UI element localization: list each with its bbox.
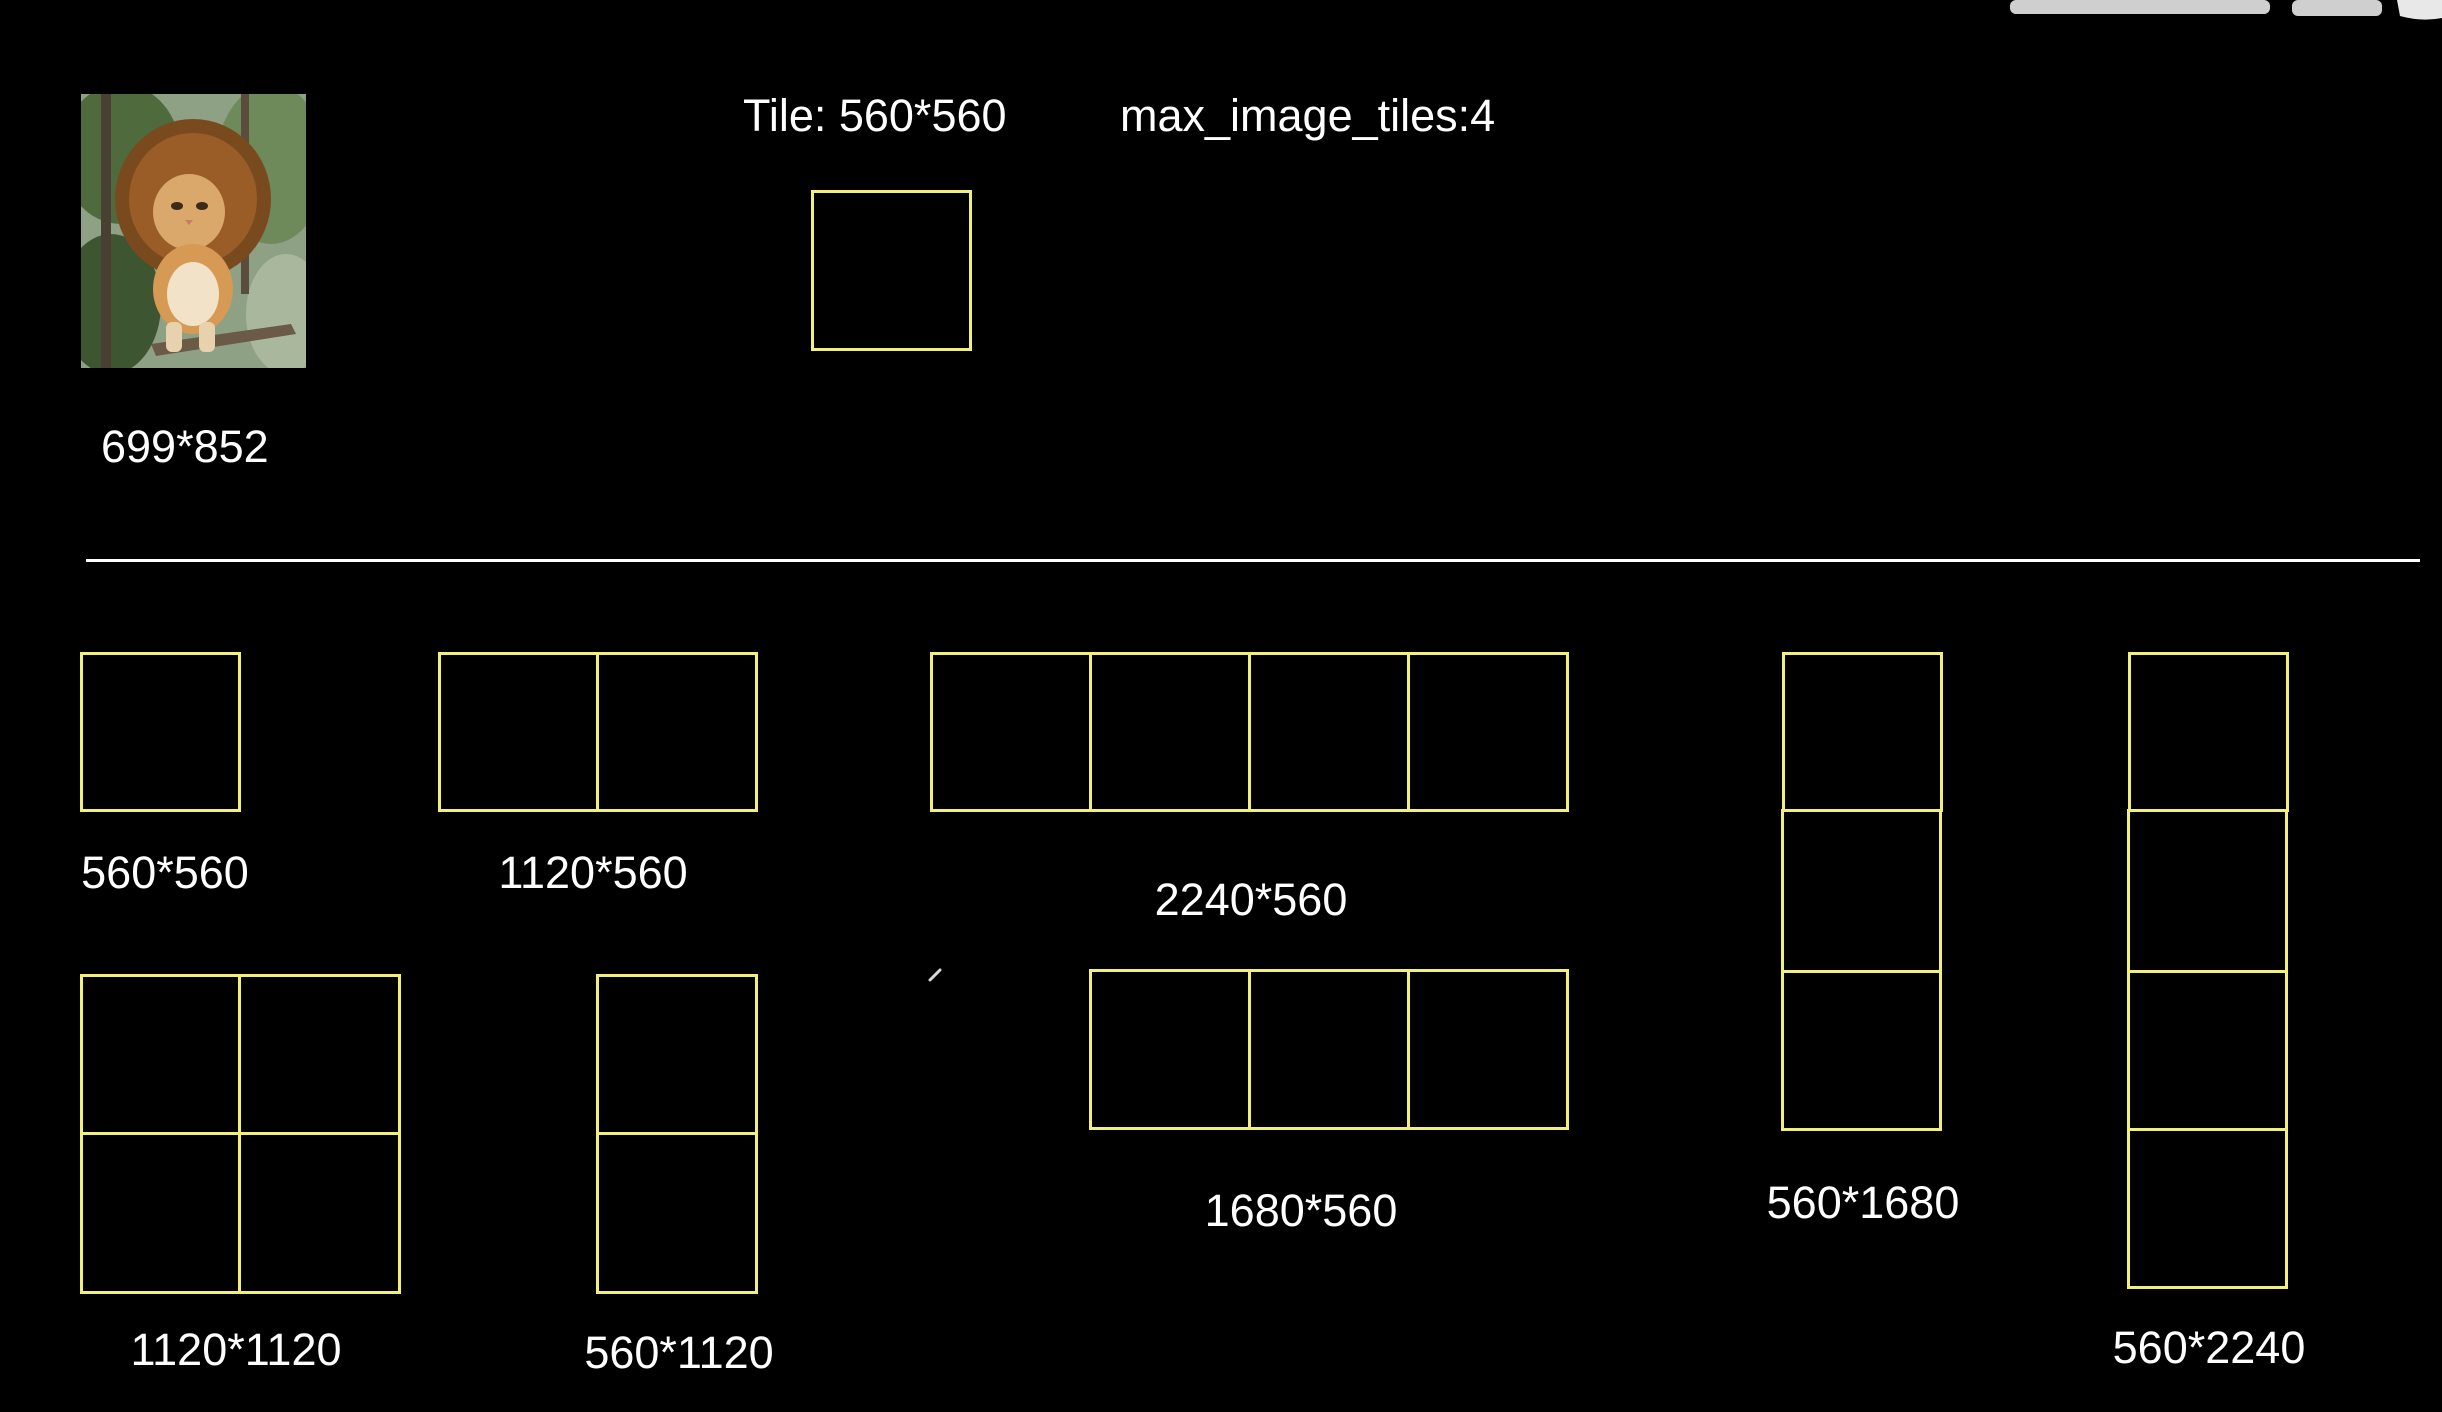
tile [238, 974, 401, 1135]
tile [2128, 652, 2289, 812]
section-divider [86, 559, 2420, 562]
tile [2127, 970, 2288, 1131]
canvas-label-1120x1120: 1120*1120 [130, 1324, 342, 1375]
tile [1781, 809, 1942, 973]
tile [438, 652, 599, 812]
tile [1782, 652, 1943, 812]
canvas-label-560x560: 560*560 [81, 847, 249, 898]
tile [1248, 969, 1410, 1130]
tile [80, 1132, 241, 1294]
tile [1248, 652, 1410, 812]
tile [1781, 970, 1942, 1131]
tile [2127, 809, 2288, 973]
canvas-label-560x1680: 560*1680 [1766, 1177, 1960, 1228]
pen-cursor-icon [928, 968, 942, 982]
tile [596, 974, 758, 1135]
tile [80, 652, 241, 812]
tile [1089, 652, 1251, 812]
tile [2127, 1128, 2288, 1289]
tile [238, 1132, 401, 1294]
canvas-label-1680x560: 1680*560 [1204, 1185, 1398, 1236]
canvas-label-560x2240: 560*2240 [2112, 1322, 2306, 1373]
tile-size-label: Tile: 560*560 [743, 90, 1007, 141]
tile [80, 974, 241, 1135]
source-image-dimensions: 699*852 [101, 421, 269, 472]
reference-tile [811, 190, 972, 351]
tile [930, 652, 1092, 812]
tile [1089, 969, 1251, 1130]
max-image-tiles-label: max_image_tiles:4 [1120, 90, 1496, 141]
canvas-label-560x1120: 560*1120 [584, 1327, 774, 1378]
canvas-label-2240x560: 2240*560 [1154, 874, 1348, 925]
tile [1407, 969, 1569, 1130]
lion-cat-photo [81, 94, 306, 368]
tile [596, 652, 758, 812]
cropped-logo-fragment [2010, 0, 2442, 20]
tile [1407, 652, 1569, 812]
tile [596, 1132, 758, 1294]
canvas-label-1120x560: 1120*560 [498, 847, 688, 898]
